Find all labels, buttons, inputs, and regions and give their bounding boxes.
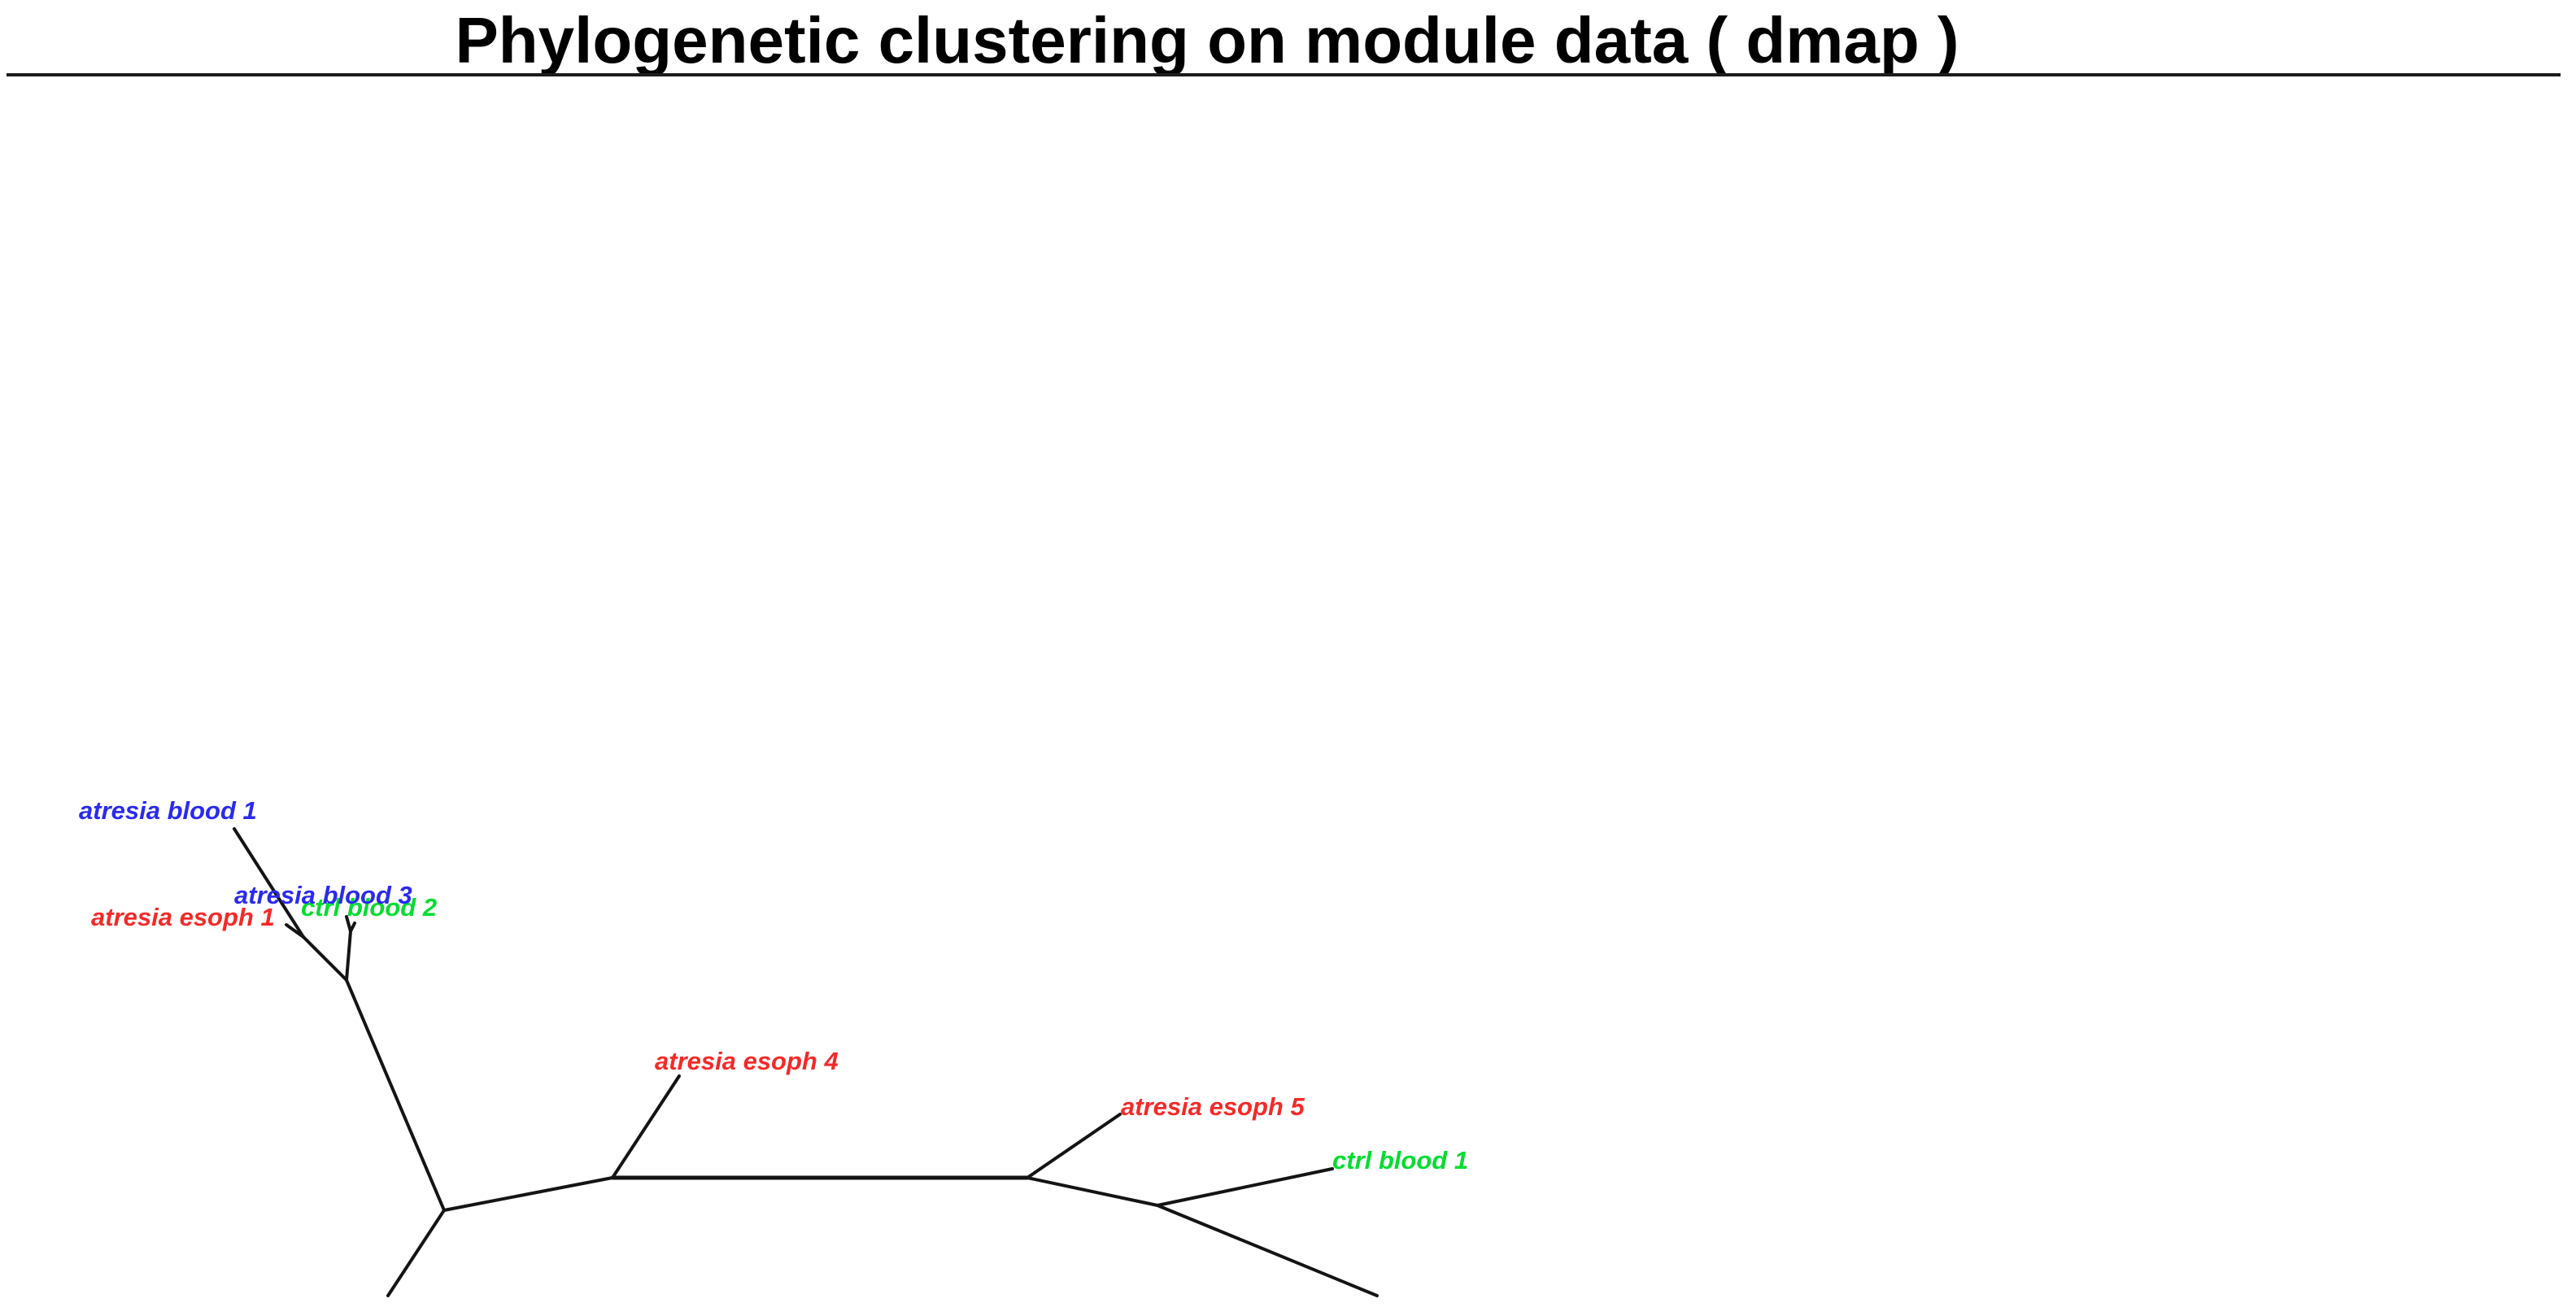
tip-label-atresia-esoph-4: atresia esoph 4 <box>655 1047 839 1075</box>
tip-label-ctrl-blood-1: ctrl blood 1 <box>1332 1146 1468 1174</box>
tip-label-ctrl-blood-2: ctrl blood 2 <box>301 893 437 922</box>
tree-edge <box>611 1074 681 1179</box>
tree-edge <box>345 978 446 1212</box>
tree-edge <box>1026 1176 1159 1207</box>
tree-edge <box>345 930 352 982</box>
tip-label-atresia-esoph-5: atresia esoph 5 <box>1121 1092 1305 1121</box>
tree-edge <box>1156 1167 1334 1207</box>
tip-label-atresia-esoph-1: atresia esoph 1 <box>91 903 275 931</box>
title-underline <box>7 73 2561 76</box>
tree-edge <box>1026 1113 1122 1179</box>
tree-edge <box>302 935 348 982</box>
tip-label-atresia-blood-3: atresia blood 3 <box>234 881 412 909</box>
tree-edge <box>233 827 305 939</box>
tree-edge <box>386 1209 446 1297</box>
tree-edge <box>345 915 352 933</box>
tip-label-atresia-blood-1: atresia blood 1 <box>79 796 257 825</box>
tree-edge <box>442 1176 614 1212</box>
tree-edge <box>285 923 305 939</box>
tree-edge <box>1156 1204 1379 1297</box>
chart-title: Phylogenetic clustering on module data (… <box>455 4 1959 76</box>
